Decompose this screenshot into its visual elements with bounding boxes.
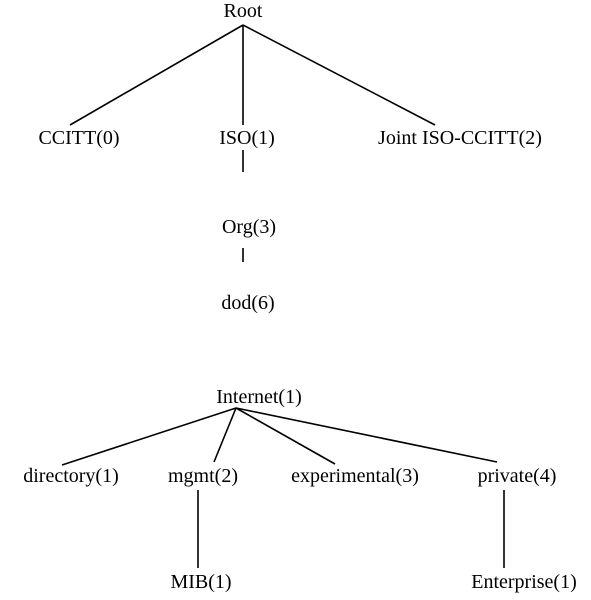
edge-internet-to-private	[235, 407, 498, 463]
node-mgmt: mgmt(2)	[168, 465, 238, 487]
node-internet: Internet(1)	[216, 386, 302, 408]
node-root: Root	[223, 0, 263, 22]
edge-root-to-joint	[242, 24, 436, 126]
edge-internet-to-directory	[61, 407, 237, 466]
node-ccitt: CCITT(0)	[38, 127, 120, 149]
node-iso: ISO(1)	[219, 127, 275, 149]
node-directory: directory(1)	[23, 465, 119, 487]
node-mib: MIB(1)	[170, 571, 232, 593]
node-experimental: experimental(3)	[291, 465, 419, 487]
node-joint-iso-ccitt: Joint ISO-CCITT(2)	[378, 127, 542, 149]
edge-root-to-ccitt	[69, 24, 244, 126]
node-private: private(4)	[477, 465, 557, 487]
node-dod: dod(6)	[221, 292, 275, 314]
node-enterprise: Enterprise(1)	[471, 571, 577, 593]
edge-internet-to-mgmt	[213, 407, 237, 463]
node-org: Org(3)	[221, 216, 277, 238]
edge-internet-to-experimental	[235, 407, 336, 465]
